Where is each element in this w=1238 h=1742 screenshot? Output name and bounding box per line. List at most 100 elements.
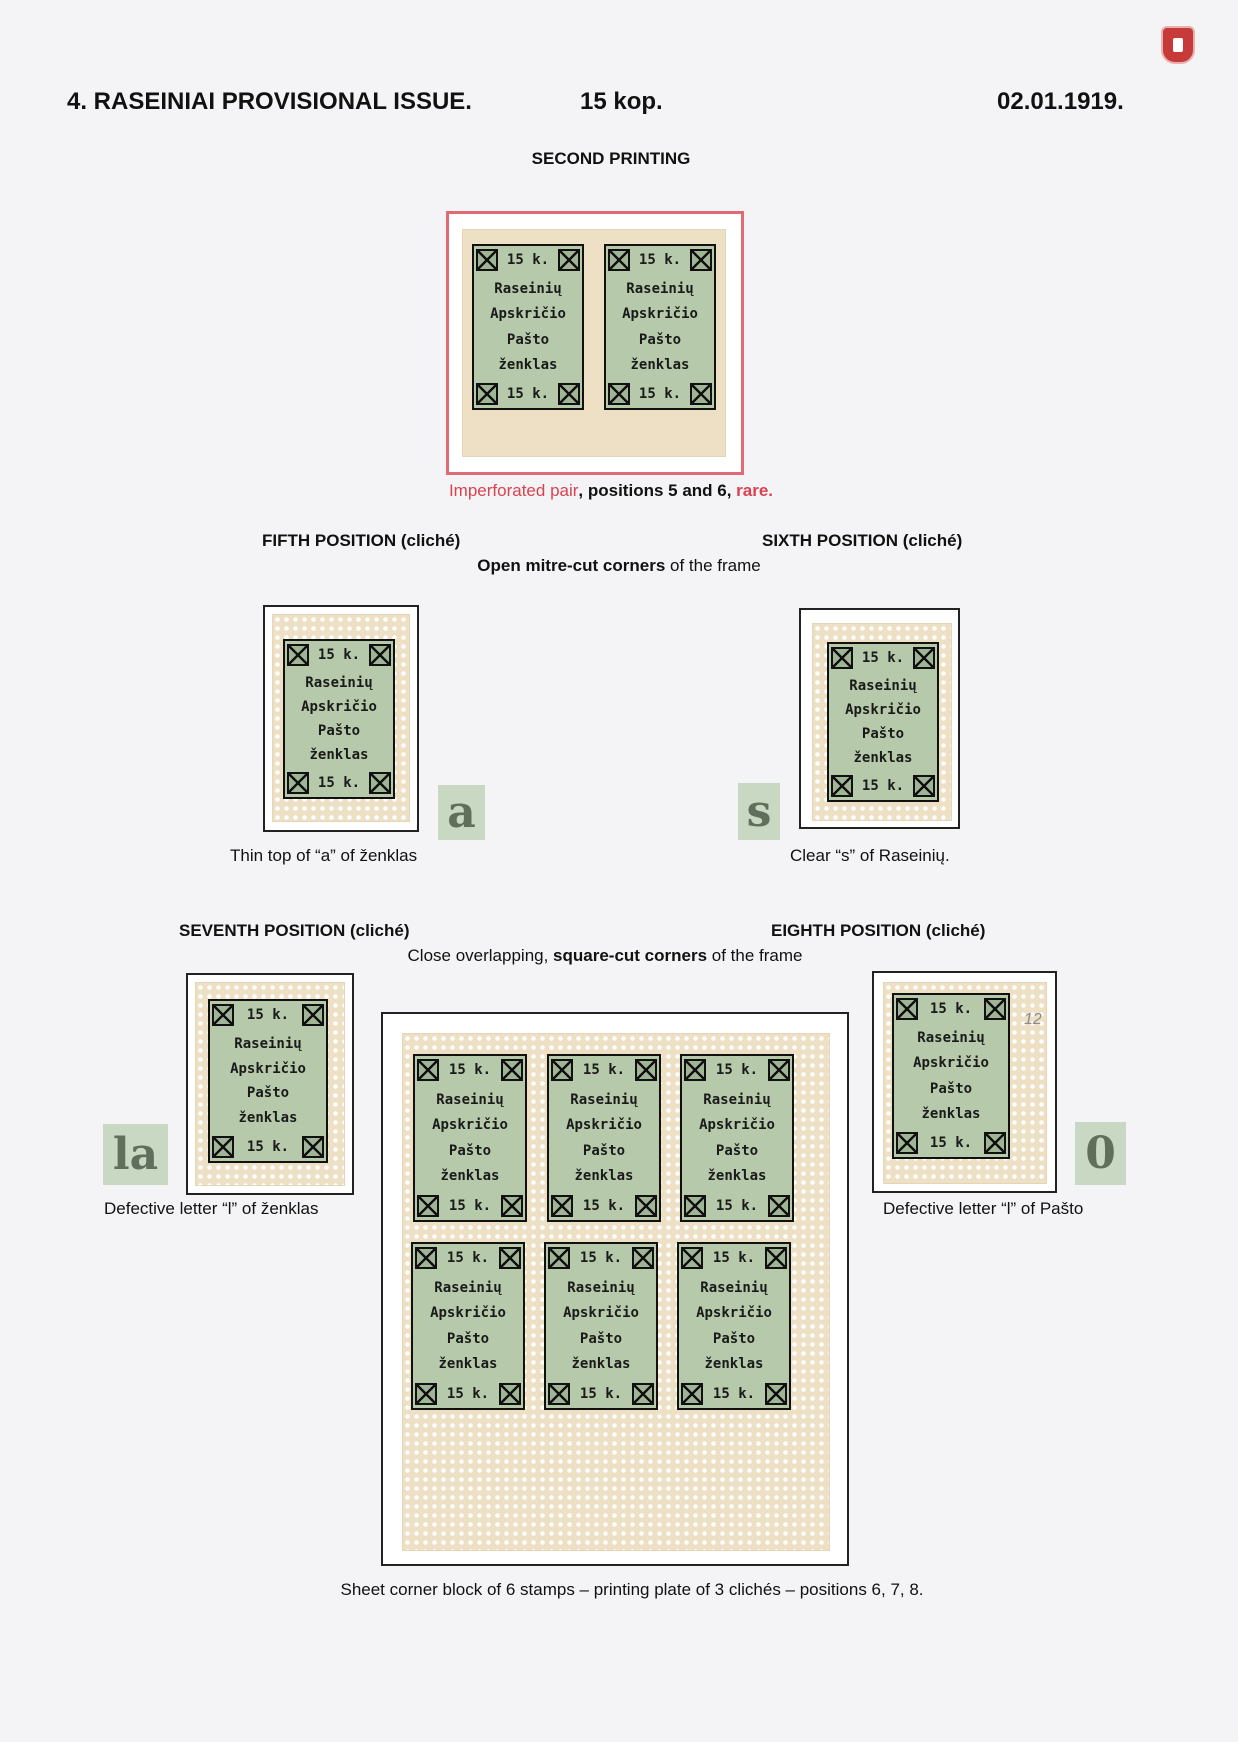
stamp-value: 15 k. bbox=[579, 1250, 623, 1266]
open-corners-rest: of the frame bbox=[665, 556, 761, 575]
open-corners-note: Open mitre-cut corners of the frame bbox=[477, 556, 760, 576]
stamp-text-line: Apskričio bbox=[566, 1117, 642, 1134]
stamp-text-line: Raseinių bbox=[305, 675, 373, 691]
stamp-text-line: ženklas bbox=[574, 1168, 634, 1185]
stamp-text-line: Pašto bbox=[638, 331, 682, 348]
stamp-value: 15 k. bbox=[446, 1250, 490, 1266]
stamp-text-line: Apskričio bbox=[622, 306, 698, 323]
stamp-text-line: Raseinių bbox=[567, 1279, 635, 1296]
stamp-text-line: Pašto bbox=[715, 1142, 759, 1159]
square-corners-rest: of the frame bbox=[707, 946, 803, 965]
stamp-text-line: Pašto bbox=[929, 1080, 973, 1097]
corner-ornament-icon bbox=[551, 1059, 573, 1081]
corner-ornament-icon bbox=[765, 1382, 787, 1405]
corner-ornament-icon bbox=[896, 1131, 918, 1154]
stamp-text-line: ženklas bbox=[853, 750, 913, 766]
stamp-text-line: Apskričio bbox=[230, 1060, 306, 1077]
stamp-text-line: Raseinių bbox=[434, 1279, 502, 1296]
stamp-text-line: Raseinių bbox=[703, 1091, 771, 1108]
stamp-text-line: ženklas bbox=[921, 1105, 981, 1122]
corner-ornament-icon bbox=[369, 644, 391, 666]
stamp-value: 15 k. bbox=[582, 1197, 626, 1214]
stamp-value: 15 k. bbox=[582, 1062, 626, 1078]
eighth-caption: Defective letter “l” of Pašto bbox=[883, 1199, 1084, 1218]
corner-ornament-icon bbox=[632, 1247, 654, 1269]
seventh-position-title: SEVENTH POSITION (cliché) bbox=[179, 921, 410, 940]
stamp-value: 15 k. bbox=[317, 647, 361, 663]
stamp-value: 15 k. bbox=[506, 385, 550, 402]
stamp-value: 15 k. bbox=[579, 1385, 623, 1402]
corner-ornament-icon bbox=[768, 1059, 790, 1081]
stamp-text-line: Pašto bbox=[506, 331, 550, 348]
corner-ornament-icon bbox=[831, 775, 853, 797]
stamp-value: 15 k. bbox=[861, 778, 905, 794]
issue-date: 02.01.1919. bbox=[997, 88, 1124, 115]
corner-ornament-icon bbox=[287, 644, 309, 666]
stamp-text-line: ženklas bbox=[707, 1168, 767, 1185]
stamp-value: 15 k. bbox=[317, 775, 361, 791]
stamp-text-line: Pašto bbox=[582, 1142, 626, 1159]
corner-ornament-icon bbox=[302, 1004, 324, 1026]
corner-ornament-icon bbox=[212, 1135, 234, 1158]
stamp-text-line: Pašto bbox=[712, 1330, 756, 1347]
stamp-text-line: Pašto bbox=[579, 1330, 623, 1347]
corner-ornament-icon bbox=[548, 1382, 570, 1405]
stamp-value: 15 k. bbox=[712, 1250, 756, 1266]
coat-of-arms-icon bbox=[1161, 26, 1195, 64]
corner-ornament-icon bbox=[551, 1194, 573, 1217]
detail-crop-s: s bbox=[738, 783, 780, 840]
block-caption: Sheet corner block of 6 stamps – printin… bbox=[340, 1580, 924, 1599]
corner-ornament-icon bbox=[302, 1135, 324, 1158]
stamp-text-line: Apskričio bbox=[699, 1117, 775, 1134]
stamp-text-line: Apskričio bbox=[845, 702, 921, 718]
corner-ornament-icon bbox=[415, 1382, 437, 1405]
stamp-text-line: Apskričio bbox=[563, 1305, 639, 1322]
pair-caption: Imperforated pair, positions 5 and 6, ra… bbox=[449, 481, 773, 501]
square-corners-pre: Close overlapping, bbox=[407, 946, 554, 965]
stamp-text-line: Raseinių bbox=[700, 1279, 768, 1296]
stamp-text-line: Apskričio bbox=[913, 1055, 989, 1072]
pair-caption-rare: rare. bbox=[736, 481, 774, 500]
stamp-text-line: Pašto bbox=[448, 1142, 492, 1159]
stamp-text-line: Apskričio bbox=[490, 306, 566, 323]
corner-ornament-icon bbox=[690, 249, 712, 271]
corner-ornament-icon bbox=[548, 1247, 570, 1269]
stamp-text-line: ženklas bbox=[440, 1168, 500, 1185]
square-corners-bold: square-cut corners bbox=[553, 946, 708, 965]
corner-ornament-icon bbox=[476, 382, 498, 405]
stamp-text-line: Raseinių bbox=[436, 1091, 504, 1108]
stamp-text-line: ženklas bbox=[238, 1110, 298, 1127]
stamp-text-line: Raseinių bbox=[234, 1035, 302, 1052]
corner-ornament-icon bbox=[608, 382, 630, 405]
stamp-value: 15 k. bbox=[861, 650, 905, 666]
corner-ornament-icon bbox=[415, 1247, 437, 1269]
stamp-value: 15 k. bbox=[929, 1001, 973, 1017]
detail-crop-a: a bbox=[438, 785, 485, 840]
corner-ornament-icon bbox=[558, 249, 580, 271]
corner-ornament-icon bbox=[417, 1194, 439, 1217]
corner-ornament-icon bbox=[608, 249, 630, 271]
corner-ornament-icon bbox=[690, 382, 712, 405]
corner-ornament-icon bbox=[476, 249, 498, 271]
page-title: 4. RASEINIAI PROVISIONAL ISSUE. bbox=[67, 88, 472, 115]
corner-ornament-icon bbox=[896, 998, 918, 1020]
stamp-value: 15 k. bbox=[448, 1062, 492, 1078]
detail-crop-o: 0 bbox=[1075, 1122, 1126, 1185]
seventh-caption: Defective letter “l” of ženklas bbox=[104, 1199, 319, 1218]
stamp-text-line: Apskričio bbox=[430, 1305, 506, 1322]
corner-ornament-icon bbox=[913, 647, 935, 669]
pair-caption-middle: , positions 5 and 6, bbox=[578, 481, 737, 500]
corner-ornament-icon bbox=[681, 1247, 703, 1269]
